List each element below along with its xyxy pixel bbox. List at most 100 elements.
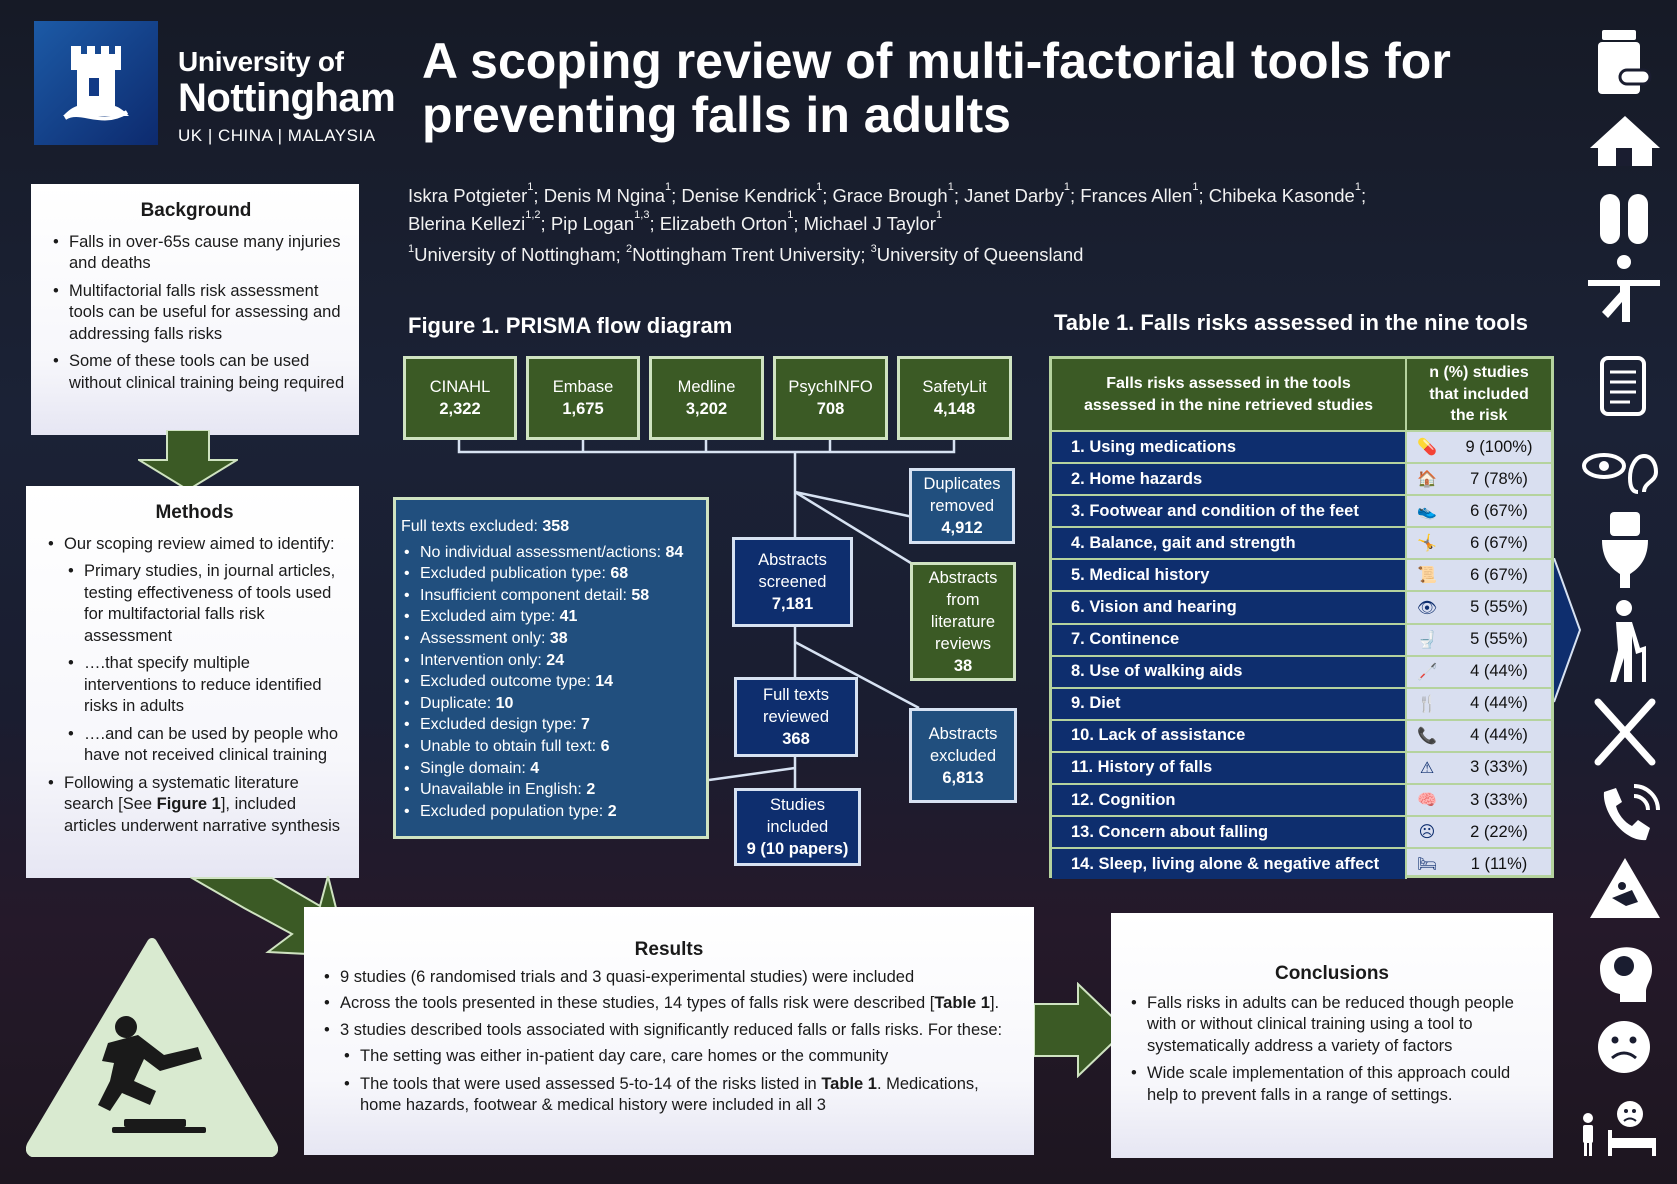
conclusions-heading: Conclusions [1274,963,1389,984]
author-name: Frances Allen [1080,185,1193,206]
methods-panel: Methods Our scoping review aimed to iden… [26,486,359,878]
author-name: Denis M Ngina [543,185,666,206]
author-affiliation-marker: 1,3 [634,209,650,221]
risk-icon: 🛏 [1416,856,1438,874]
exclusion-reason: Single domain: 4 [401,758,700,780]
full-texts-excluded-box: Full texts excluded: 358 No individual a… [393,497,709,839]
risk-count: 2 (22%) [1470,822,1528,841]
risk-count: 4 (44%) [1470,726,1528,745]
risk-count: 6 (67%) [1470,533,1528,552]
risk-name: 14. Sleep, living alone & negative affec… [1052,849,1407,880]
results-panel: Results 9 studies (6 randomised trials a… [304,907,1034,1155]
risk-name: 6. Vision and hearing [1052,592,1407,623]
exclusion-reason: Excluded design type: 7 [401,714,700,736]
falls-risks-table: Falls risks assessed in the tools assess… [1049,356,1554,880]
risk-name: 1. Using medications [1052,432,1407,463]
author-affiliation-marker: 1 [1192,181,1199,193]
exclusion-reason: Unavailable in English: 2 [401,779,700,801]
author-affiliation-marker: 1,2 [525,209,541,221]
risk-name: 11. History of falls [1052,752,1407,784]
results-item: 9 studies (6 randomised trials and 3 qua… [318,967,1020,989]
methods-item: Following a systematic literature search… [42,773,347,838]
risk-count: 1 (11%) [1470,854,1528,873]
logo-line2: Nottingham [178,76,396,120]
castle-icon [63,46,129,121]
risk-count: 4 (44%) [1470,662,1528,681]
exclusion-reason: Excluded aim type: 41 [401,606,700,628]
exclusion-reason: Excluded outcome type: 14 [401,671,700,693]
table-header: Falls risks assessed in the tools assess… [1052,359,1551,430]
risk-icon: 💊 [1417,439,1437,457]
methods-subitem: ….and can be used by people who have not… [42,724,347,767]
risk-name: 4. Balance, gait and strength [1052,528,1407,559]
table-row: 1. Using medications💊9 (100%) [1052,430,1551,463]
author-affiliation-marker: 1 [665,181,672,193]
knife-fork-icon [1594,698,1656,766]
table-row: 14. Sleep, living alone & negative affec… [1052,847,1551,880]
exclusion-reason: Insufficient component detail: 58 [401,585,700,607]
sad-face-icon [1598,1021,1650,1073]
table-row: 8. Use of walking aids 🦯 4 (44%) [1052,654,1551,687]
risk-icon: 📜 [1417,567,1437,585]
falling-person-warning-icon [26,938,278,1157]
author-affiliation-marker: 1 [527,181,534,193]
risk-count: 3 (33%) [1470,790,1528,809]
medication-icon [1598,30,1652,94]
methods-item: Our scoping review aimed to identify: [42,534,347,556]
authors-line2: Blerina Kellezi1,2; Pip Logan1,3; Elizab… [408,209,943,235]
author-name: Janet Darby [964,185,1064,206]
exclusion-reason: Intervention only: 24 [401,650,700,672]
logo-campuses: UK | CHINA | MALAYSIA [178,126,376,145]
person-bed-icon [1583,1101,1656,1156]
risk-icon: 🦯 [1417,663,1437,681]
risk-icon: 🚽 [1417,631,1437,649]
results-item: Across the tools presented in these stud… [318,993,1020,1015]
risk-name: 9. Diet [1052,688,1407,719]
house-icon [1590,116,1660,166]
methods-heading: Methods [155,502,234,523]
exclusion-reasons-list: No individual assessment/actions: 84Excl… [401,542,700,823]
risk-count: 7 (78%) [1470,469,1528,488]
exclusion-reason: Duplicate: 10 [401,693,700,715]
risk-name: 10. Lack of assistance [1052,720,1407,751]
brain-icon [1600,947,1652,1002]
exclusion-reason: No individual assessment/actions: 84 [401,542,700,564]
affiliation-name: University of Nottingham [414,244,616,265]
table-row: 13. Concern about falling☹2 (22%) [1052,815,1551,848]
phone-icon [1603,784,1660,841]
author-affiliation-marker: 1 [1354,181,1361,193]
results-item: 3 studies described tools associated wit… [318,1020,1020,1042]
table-title: Table 1. Falls risks assessed in the nin… [1054,310,1528,335]
table-row: 11. History of falls⚠3 (33%) [1052,750,1551,784]
table-row: 7. Continence🚽5 (55%) [1052,622,1551,655]
risk-count: 3 (33%) [1470,758,1528,777]
exclusion-reason: Excluded publication type: 68 [401,563,700,585]
down-arrow-icon [138,430,238,492]
author-affiliation-marker: 1 [816,181,823,193]
excluded-total: Full texts excluded: 358 [401,518,570,535]
figure-title: Figure 1. PRISMA flow diagram [408,313,733,338]
poster-title: A scoping review of multi-factorial tool… [422,33,1451,143]
methods-subitem: ….that specify multiple interventions to… [42,653,347,718]
results-heading: Results [634,939,704,960]
logo-line1: University of [178,46,344,77]
author-name: Chibeka Kasonde [1208,185,1355,206]
risk-icon: ☹ [1418,824,1436,842]
authors-line1: Iskra Potgieter1; Denis M Ngina1; Denise… [408,181,1367,207]
risk-icon: 👟 [1417,503,1437,521]
table-row: 2. Home hazards🏠7 (78%) [1052,462,1551,495]
author-list: Iskra Potgieter1; Denis M Ngina1; Denise… [408,182,1458,238]
balance-person-icon [1588,255,1660,322]
risk-name: 8. Use of walking aids [1052,656,1407,687]
toilet-icon [1602,512,1648,588]
risk-icon: 🤸 [1417,535,1437,553]
conclusions-item: Wide scale implementation of this approa… [1125,1063,1539,1106]
